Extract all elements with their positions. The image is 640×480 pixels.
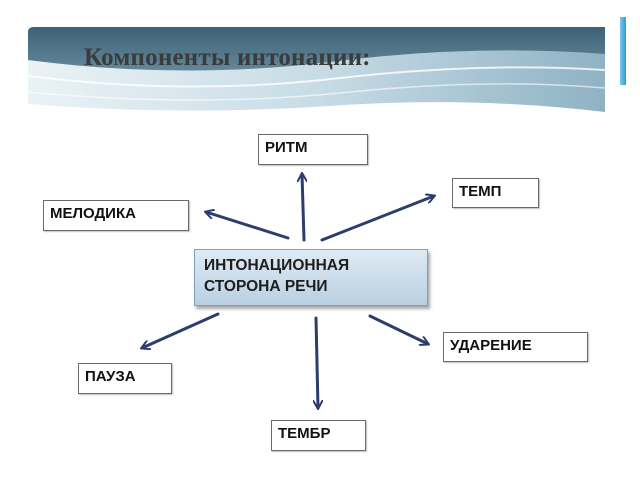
central-concept-line1: ИНТОНАЦИОННАЯ	[204, 257, 350, 274]
header-banner	[27, 27, 606, 112]
arrow-to-melody	[206, 212, 290, 240]
arrow-to-tempo	[320, 196, 434, 242]
central-concept-line2: СТОРОНА РЕЧИ	[204, 278, 328, 295]
node-rhythm: РИТМ	[258, 134, 368, 165]
node-timbre: ТЕМБР	[271, 420, 366, 451]
arrow-to-timbre	[316, 316, 318, 408]
banner-wave-line-2	[27, 83, 606, 101]
arrow-to-rhythm	[302, 174, 304, 242]
central-concept-box: ИНТОНАЦИОННАЯ СТОРОНА РЕЧИ	[194, 249, 428, 306]
edge-accent-bar	[620, 17, 626, 85]
arrow-to-pause	[142, 312, 220, 348]
node-pause: ПАУЗА	[78, 363, 172, 394]
banner-wave-line	[27, 66, 606, 88]
node-tempo: ТЕМП	[452, 178, 539, 208]
node-melody: МЕЛОДИКА	[43, 200, 189, 231]
banner-dark-band	[28, 27, 605, 84]
slide-title: Компоненты интонации:	[84, 44, 371, 71]
node-stress: УДАРЕНИЕ	[443, 332, 588, 362]
arrow-to-stress	[368, 314, 428, 344]
